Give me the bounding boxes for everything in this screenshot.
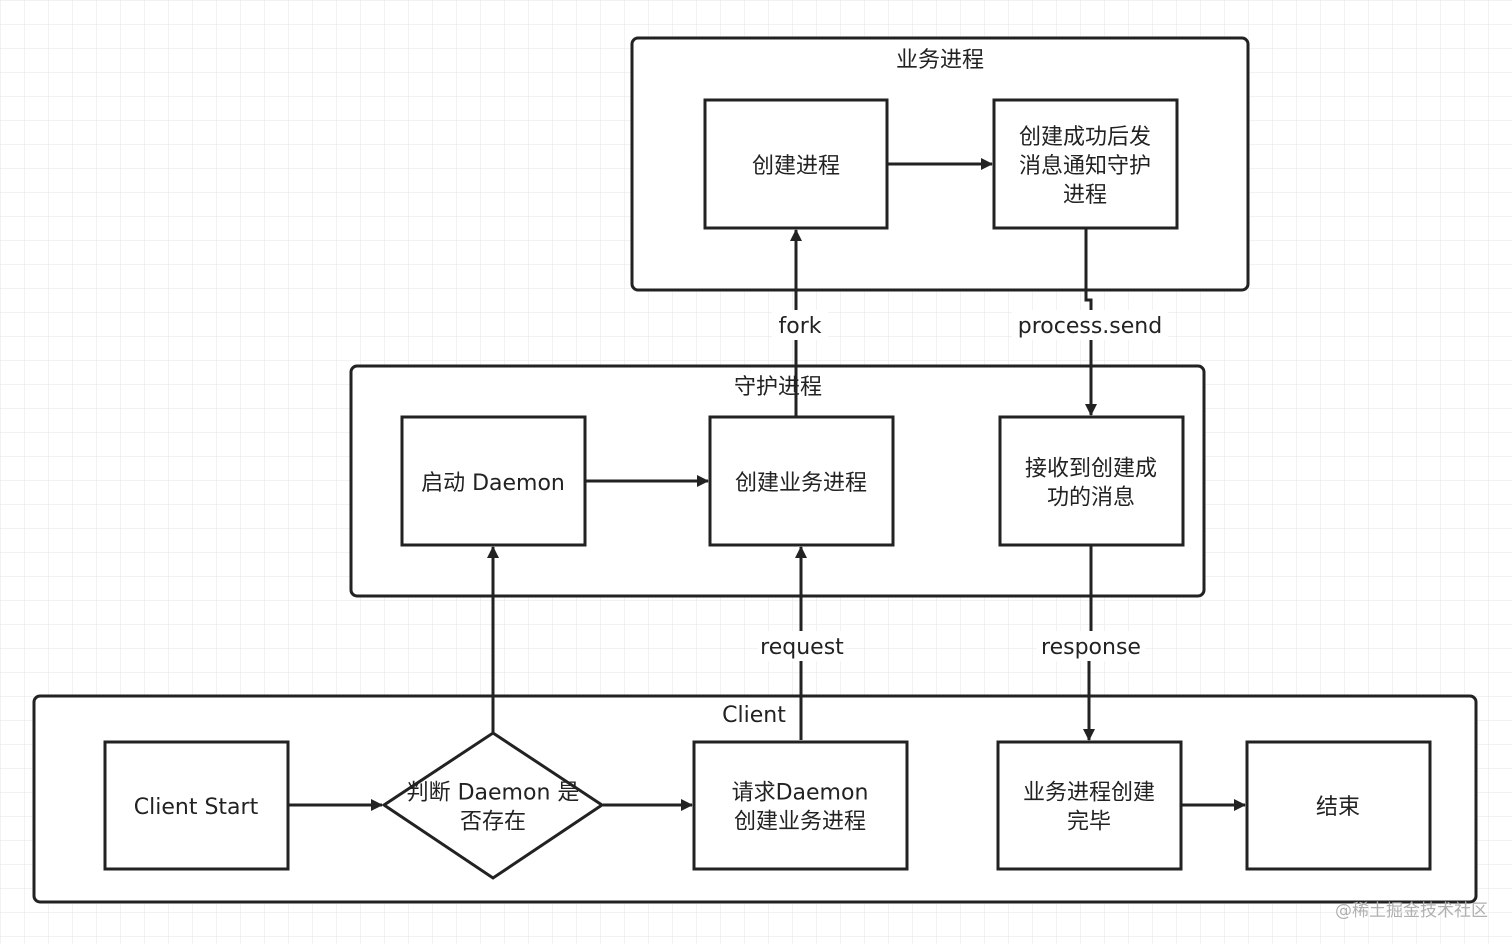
node-receive-success-msg-label: 接收到创建成功的消息: [1025, 457, 1157, 511]
node-create-business-process[interactable]: [708, 415, 895, 547]
node-label-line: 接收到创建成: [1025, 457, 1157, 482]
node-label-line: 创建业务进程: [735, 471, 867, 496]
node-client-start[interactable]: [103, 740, 290, 871]
node-label-line: Client Start: [134, 795, 259, 820]
edge-response-label: response: [1041, 635, 1141, 660]
node-business-done[interactable]: [996, 740, 1183, 871]
node-start-daemon-label: 启动 Daemon: [421, 471, 565, 496]
node-notify-daemon[interactable]: [992, 98, 1179, 230]
node-start-daemon[interactable]: [400, 415, 587, 547]
node-label-line: 请求Daemon: [732, 781, 869, 806]
node-label-line: 创建成功后发: [1019, 125, 1151, 150]
node-label-line: 创建进程: [752, 154, 840, 179]
node-request-daemon-label: 请求Daemon 创建业务进程: [732, 781, 869, 835]
edge-process-send: [1084, 229, 1097, 416]
node-receive-success-msg[interactable]: [998, 415, 1185, 547]
node-create-process[interactable]: [703, 98, 889, 230]
node-label-line: 完毕: [1067, 810, 1111, 835]
edge-request-label-bg: [758, 631, 846, 661]
node-client-start-label: Client Start: [134, 795, 259, 820]
edge-process-send-label-bg: [1012, 310, 1168, 340]
watermark-text: @稀土掘金技术社区: [1335, 901, 1488, 921]
edge-fork-label-bg: [772, 310, 828, 340]
node-request-daemon[interactable]: [692, 740, 909, 871]
edge-process-send-label: process.send: [1018, 314, 1162, 339]
node-label-line: 进程: [1063, 183, 1107, 208]
node-label-line: 业务进程创建: [1023, 781, 1155, 806]
node-label-line: 判断 Daemon 是: [407, 781, 580, 806]
node-business-done-label: 业务进程创建完毕: [1023, 781, 1155, 835]
group-client-title: Client: [722, 703, 786, 728]
node-label-line: 创建业务进程: [734, 810, 866, 835]
group-business-title: 业务进程: [896, 48, 984, 73]
node-end[interactable]: [1245, 740, 1432, 871]
node-label-line: 消息通知守护: [1019, 154, 1151, 179]
node-create-business-process-label: 创建业务进程: [735, 471, 867, 496]
node-label-line: 功的消息: [1047, 486, 1135, 511]
node-check-daemon-label: 判断 Daemon 是否存在: [407, 781, 580, 835]
node-end-label: 结束: [1316, 795, 1360, 820]
edge-fork-label: fork: [779, 314, 822, 339]
node-label-line: 结束: [1316, 795, 1360, 820]
node-check-daemon-decision[interactable]: [381, 731, 605, 880]
node-label-line: 启动 Daemon: [421, 471, 565, 496]
node-create-process-label: 创建进程: [752, 154, 840, 179]
node-label-line: 否存在: [460, 810, 526, 835]
group-daemon-title: 守护进程: [734, 375, 822, 400]
node-notify-daemon-label: 创建成功后发消息通知守护进程: [1019, 125, 1151, 208]
edge-request-label: request: [760, 635, 844, 660]
edge-response-label-bg: [1037, 631, 1145, 661]
